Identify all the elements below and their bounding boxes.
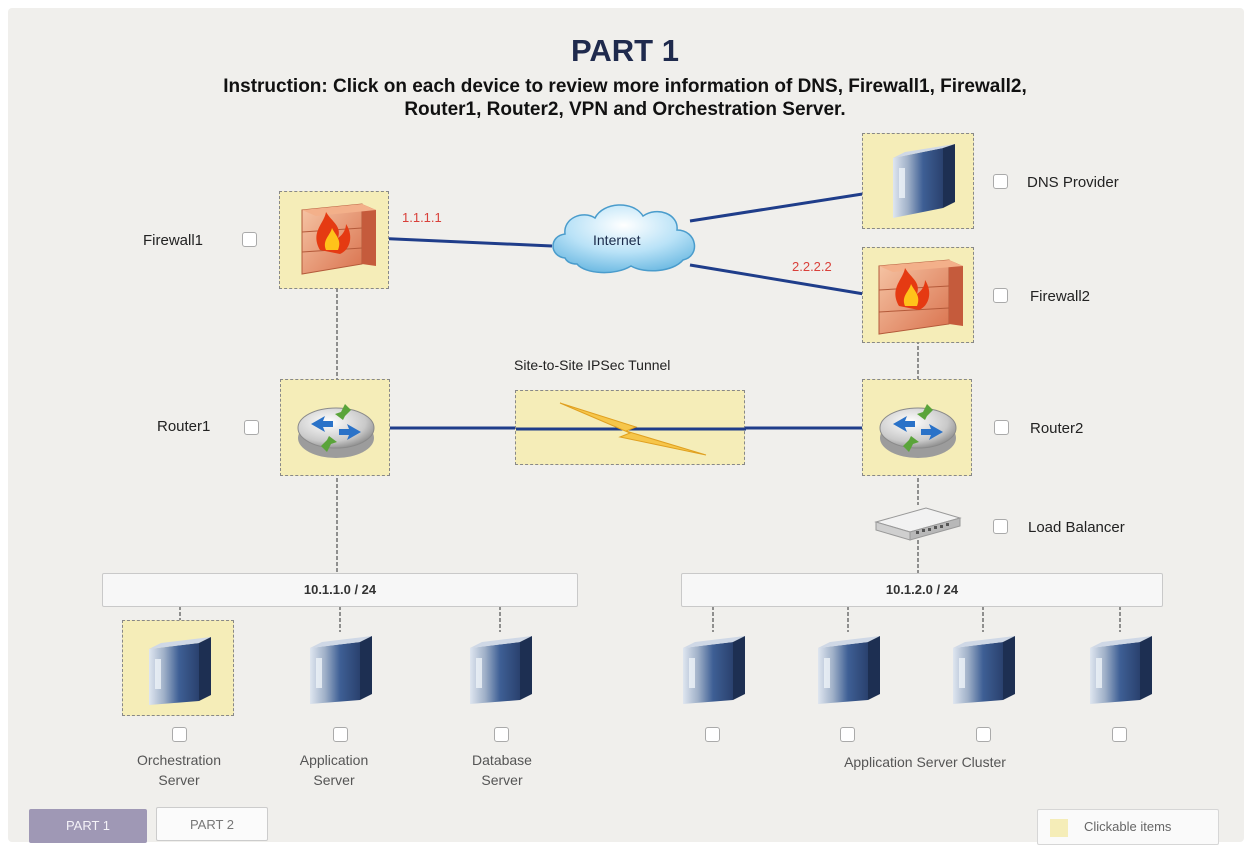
instruction-line-1: Instruction: Click on each device to rev…	[223, 76, 1027, 97]
firewall-flame-icon	[301, 203, 376, 275]
cluster-server-1[interactable]	[663, 626, 763, 712]
router2-checkbox[interactable]	[994, 420, 1009, 435]
internet-cloud: Internet	[545, 196, 705, 280]
server-tower-icon	[683, 636, 745, 704]
vpn-tunnel-device[interactable]	[515, 390, 746, 465]
server-tower-icon	[470, 636, 532, 704]
internet-label: Internet	[593, 232, 641, 248]
firewall2-checkbox[interactable]	[993, 288, 1008, 303]
router2-label: Router2	[1030, 420, 1084, 437]
server-tower-icon	[953, 636, 1015, 704]
cluster-server-1-checkbox[interactable]	[705, 727, 720, 742]
database-server-label: Database Server	[432, 750, 572, 790]
router1-label: Router1	[157, 418, 211, 435]
load-balancer-checkbox[interactable]	[993, 519, 1008, 534]
subnet-right-bar: 10.1.2.0 / 24	[681, 573, 1163, 607]
router1-checkbox[interactable]	[244, 420, 259, 435]
instruction-line-2: Router1, Router2, VPN and Orchestration …	[404, 99, 846, 120]
firewall2-device[interactable]	[862, 247, 974, 343]
server-tower-icon	[818, 636, 880, 704]
cluster-server-4-checkbox[interactable]	[1112, 727, 1127, 742]
application-server-label-line2: Server	[313, 772, 355, 788]
dns-provider-checkbox[interactable]	[993, 174, 1008, 189]
server-tower-icon	[310, 636, 372, 704]
application-server-device[interactable]	[290, 626, 390, 712]
router-arrows-icon	[879, 404, 957, 458]
cluster-server-2[interactable]	[798, 626, 898, 712]
cluster-server-3[interactable]	[933, 626, 1033, 712]
firewall2-label: Firewall2	[1030, 288, 1091, 305]
network-switch-icon	[874, 507, 962, 541]
database-server-checkbox[interactable]	[494, 727, 509, 742]
tab-part2[interactable]: PART 2	[156, 807, 268, 841]
router-arrows-icon	[297, 404, 375, 458]
orchestration-server-checkbox[interactable]	[172, 727, 187, 742]
orchestration-server-label-line2: Server	[158, 772, 200, 788]
server-tower-icon	[149, 637, 211, 705]
subnet-left-bar: 10.1.1.0 / 24	[102, 573, 578, 607]
load-balancer-label: Load Balancer	[1028, 519, 1125, 536]
dns-provider-label: DNS Provider	[1027, 174, 1119, 191]
orchestration-server-device[interactable]	[122, 620, 234, 716]
orchestration-server-label-line1: Orchestration	[136, 752, 222, 768]
cluster-label: Application Server Cluster	[844, 754, 1006, 770]
instruction-text: Instruction: Click on each device to rev…	[0, 75, 1250, 121]
vpn-tunnel-label: Site-to-Site IPSec Tunnel	[514, 357, 671, 373]
firewall1-device[interactable]	[279, 191, 389, 289]
orchestration-server-label: Orchestration Server	[109, 750, 249, 790]
clickable-items-legend: Clickable items	[1037, 809, 1219, 845]
application-server-label-line1: Application	[299, 752, 369, 768]
cluster-server-4[interactable]	[1070, 626, 1170, 712]
firewall-flame-icon	[878, 259, 963, 335]
database-server-device[interactable]	[450, 626, 550, 712]
page-title: PART 1	[571, 33, 679, 68]
dns-provider-device[interactable]	[862, 133, 974, 229]
router2-device[interactable]	[862, 379, 972, 476]
database-server-label-line2: Server	[481, 772, 523, 788]
server-tower-icon	[1090, 636, 1152, 704]
firewall1-label: Firewall1	[143, 232, 204, 249]
firewall1-checkbox[interactable]	[242, 232, 257, 247]
cluster-server-2-checkbox[interactable]	[840, 727, 855, 742]
database-server-label-line1: Database	[472, 752, 532, 768]
load-balancer-device[interactable]	[866, 500, 966, 545]
legend-label: Clickable items	[1084, 819, 1172, 834]
lightning-icon	[516, 402, 746, 456]
server-tower-icon	[893, 144, 955, 218]
cloud-icon	[552, 204, 696, 274]
firewall1-ip: 1.1.1.1	[402, 210, 442, 225]
router1-device[interactable]	[280, 379, 390, 476]
cluster-server-3-checkbox[interactable]	[976, 727, 991, 742]
firewall2-ip: 2.2.2.2	[792, 259, 832, 274]
tab-part1[interactable]: PART 1	[29, 809, 147, 843]
legend-swatch	[1050, 819, 1068, 837]
application-server-checkbox[interactable]	[333, 727, 348, 742]
application-server-label: Application Server	[264, 750, 404, 790]
